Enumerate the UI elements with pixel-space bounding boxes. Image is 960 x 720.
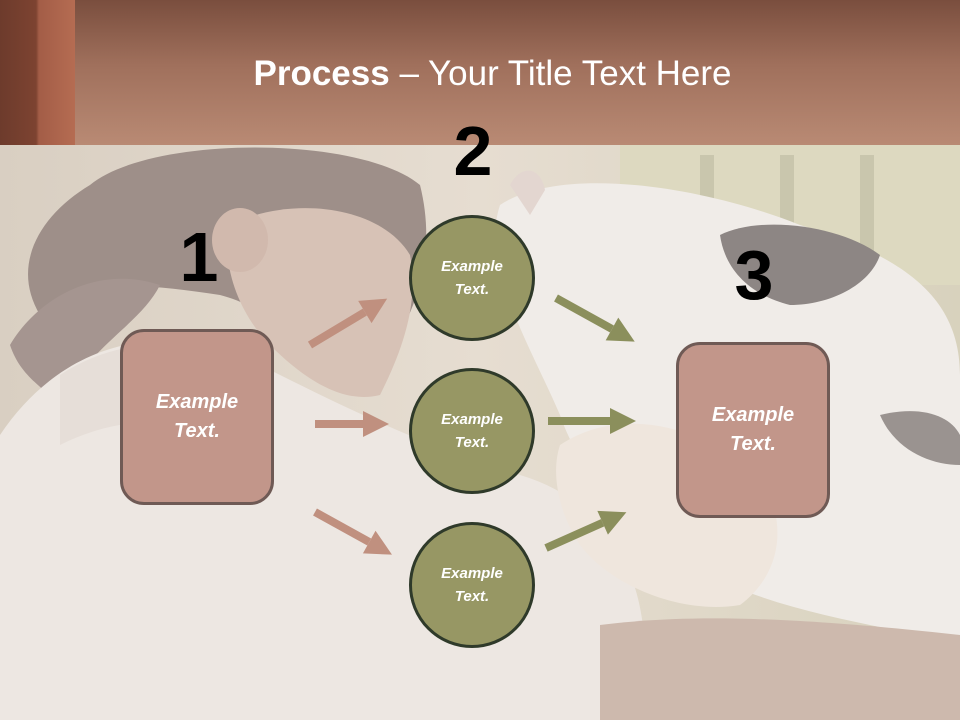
title-bold: Process: [253, 54, 390, 93]
slide-title: Process – Your Title Text Here: [0, 54, 960, 94]
arrow-to-circle-1: [307, 298, 388, 349]
step-number-1: 1: [179, 218, 219, 296]
left-arrows: [307, 298, 392, 555]
step-number-3: 3: [734, 236, 774, 314]
arrow-from-circle-3: [544, 510, 627, 552]
arrow-from-circle-1: [554, 294, 635, 342]
arrow-to-circle-2: [315, 411, 389, 437]
arrow-to-circle-3: [313, 508, 392, 555]
header-band: [0, 0, 960, 145]
header-accent-strip: [0, 0, 75, 145]
step-number-2: 2: [453, 112, 493, 190]
title-rest: – Your Title Text Here: [389, 54, 732, 93]
right-arrows: [544, 294, 636, 552]
arrow-from-circle-2: [548, 408, 636, 434]
